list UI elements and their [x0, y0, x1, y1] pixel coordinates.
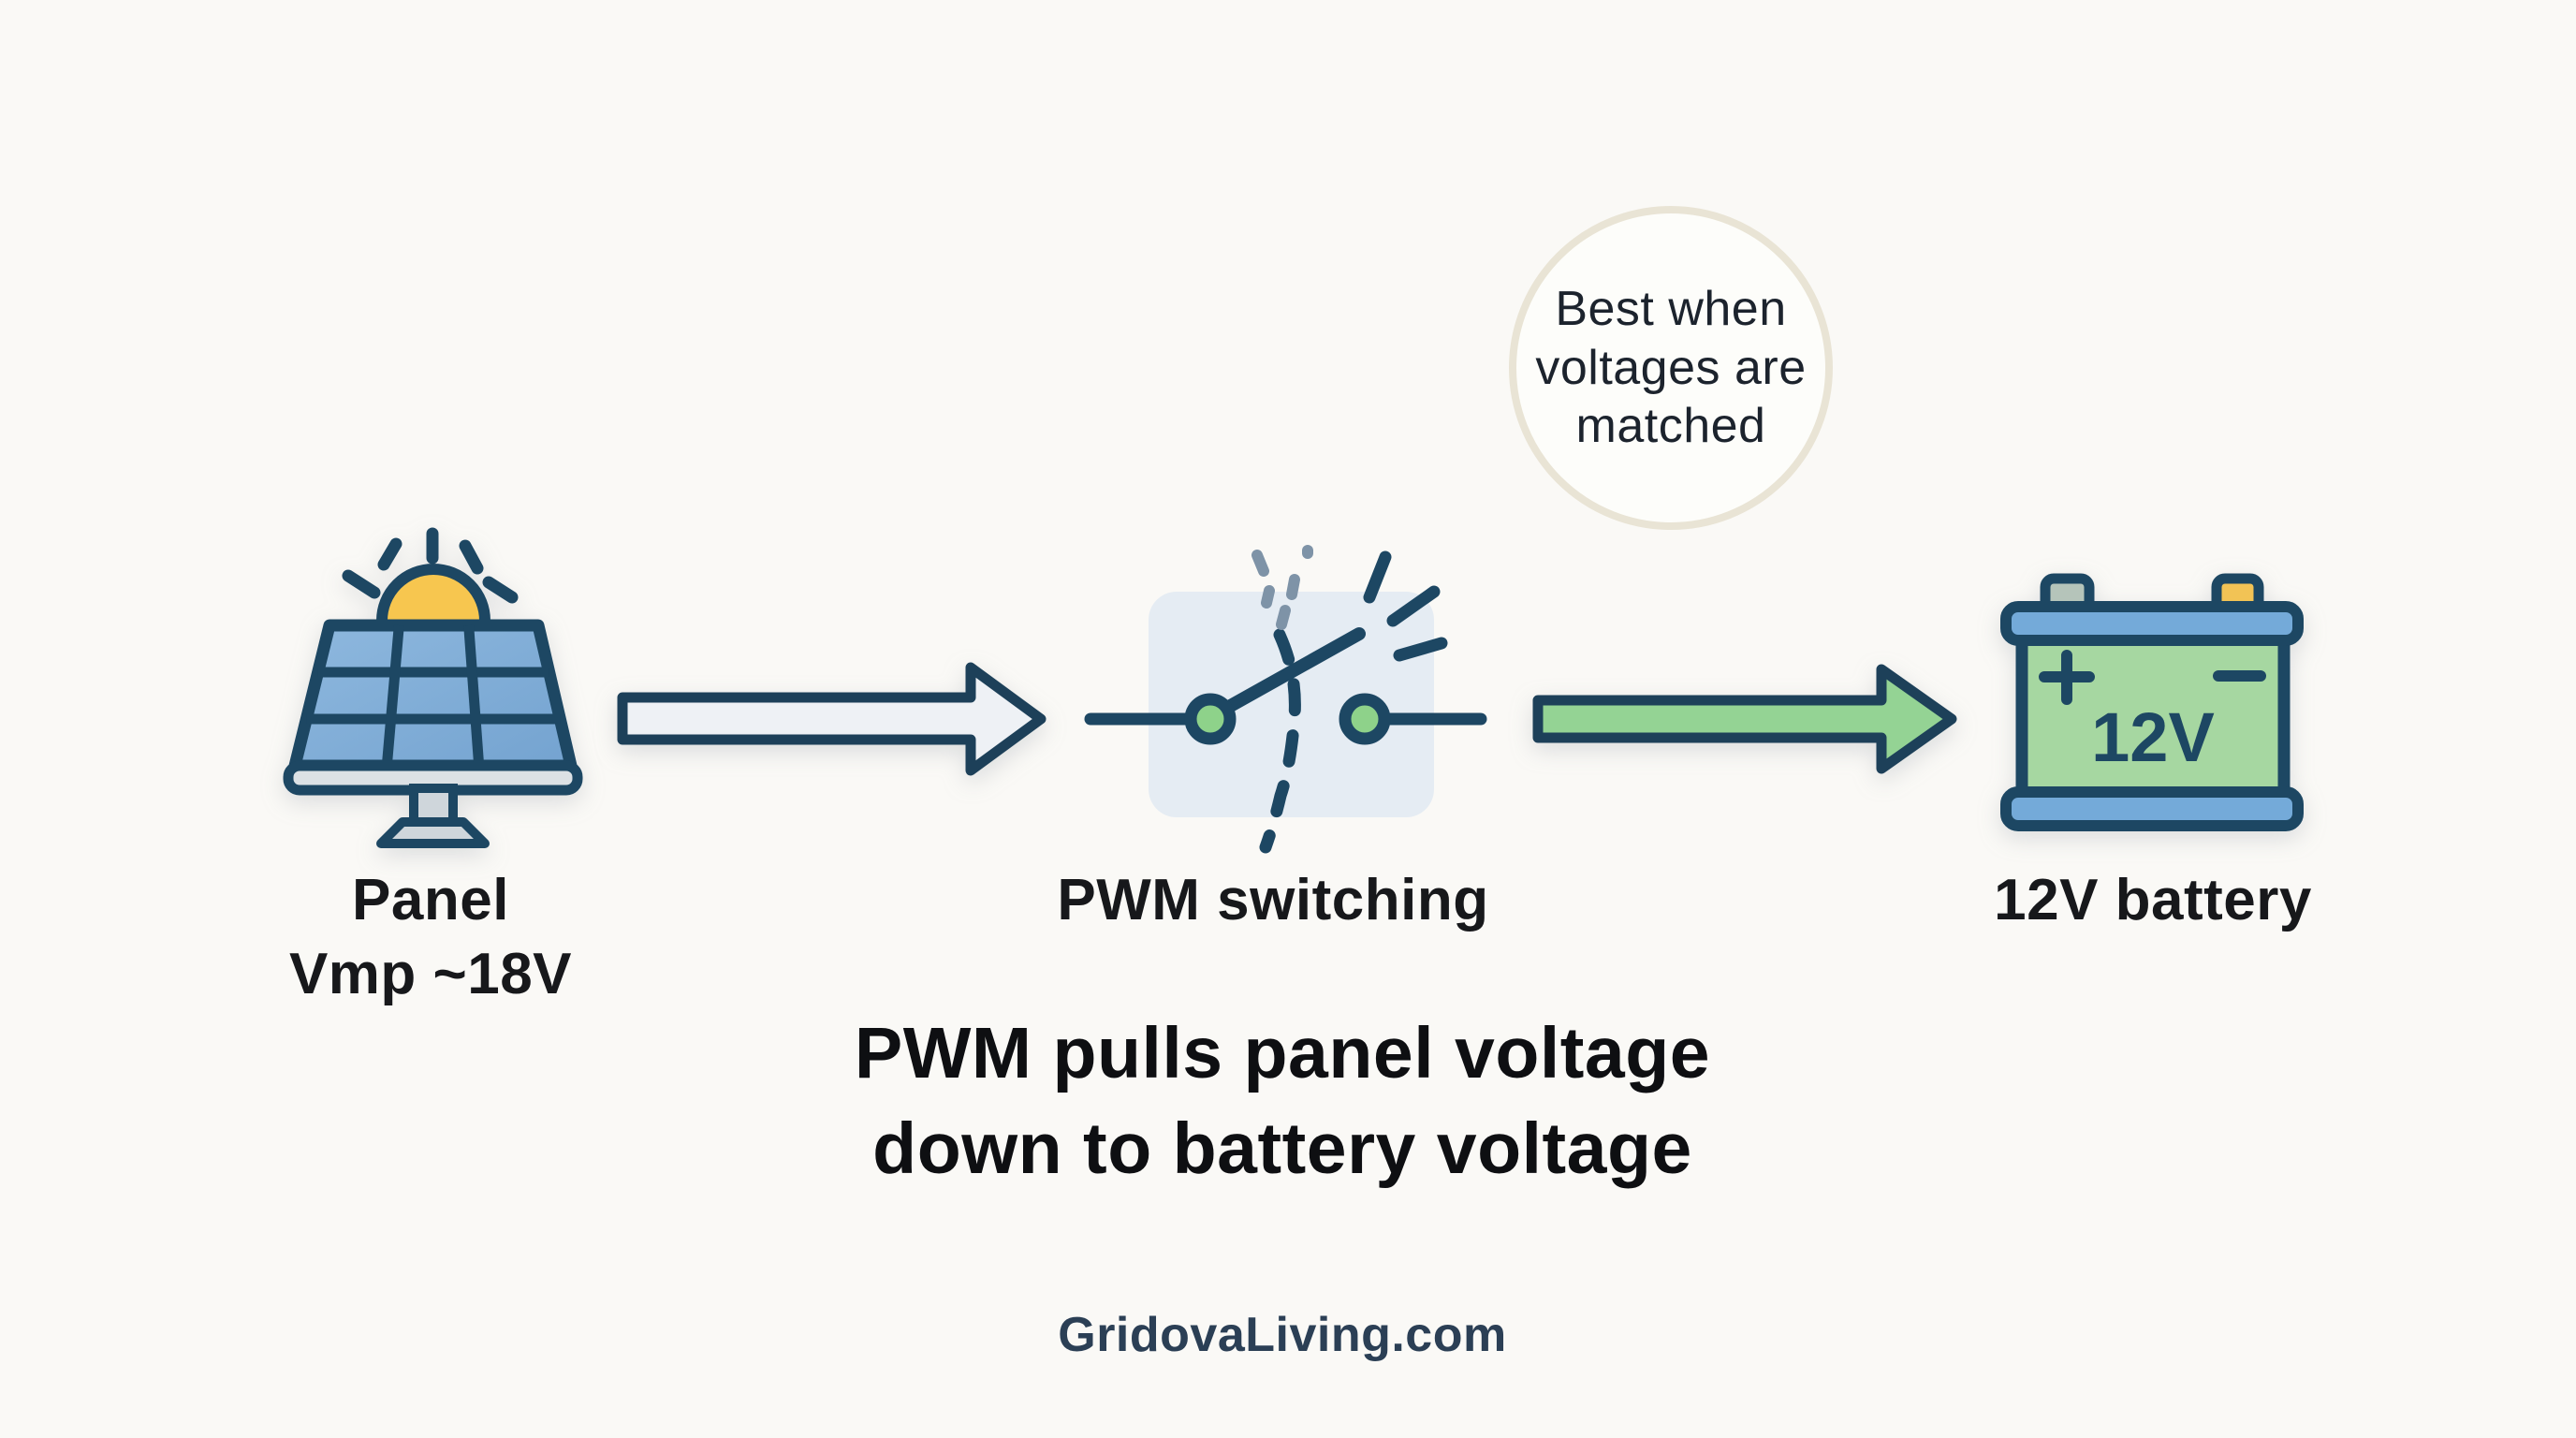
pwm-label: PWM switching	[1057, 868, 1489, 932]
panel-label-line: Panel	[352, 868, 509, 932]
pwm-gray-dashes	[1251, 545, 1313, 630]
caption-line: down to battery voltage	[872, 1108, 1692, 1189]
solar-panel-icon	[283, 527, 583, 848]
plus-symbol	[2039, 650, 2095, 705]
panel-stand	[376, 784, 490, 848]
panel-vmp-line: Vmp ~18V	[288, 942, 573, 1007]
battery-icon: 12V	[2000, 573, 2304, 831]
pwm-switch-icon	[1084, 545, 1487, 854]
callout-line: Best when	[1555, 282, 1787, 337]
switch-lever	[1212, 627, 1366, 719]
caption-line: PWM pulls panel voltage	[854, 1013, 1711, 1093]
battery-top-cap	[2000, 601, 2304, 646]
pwm-dashed-line	[1259, 628, 1301, 854]
switch-terminals	[1184, 693, 1391, 745]
arrow-panel-to-pwm-icon	[617, 662, 1046, 776]
website-footer: GridovaLiving.com	[1058, 1308, 1507, 1362]
panel-label: Panel Vmp ~18V	[225, 863, 637, 1012]
battery-bottom-cap	[2000, 786, 2304, 831]
callout-text: Best when voltages are matched	[1535, 280, 1806, 455]
battery-label: 12V battery	[1994, 868, 2312, 932]
battery-voltage-text: 12V	[2091, 698, 2215, 776]
panel-body	[283, 619, 583, 796]
callout-line: matched	[1575, 399, 1766, 454]
callout-bubble: Best when voltages are matched	[1509, 206, 1833, 530]
callout-line: voltages are	[1535, 340, 1807, 395]
arrow-pwm-to-battery-icon	[1532, 664, 1957, 774]
spark-lines-icon	[1363, 550, 1448, 662]
panel-grid	[306, 624, 561, 767]
caption: PWM pulls panel voltage down to battery …	[730, 1006, 1835, 1196]
